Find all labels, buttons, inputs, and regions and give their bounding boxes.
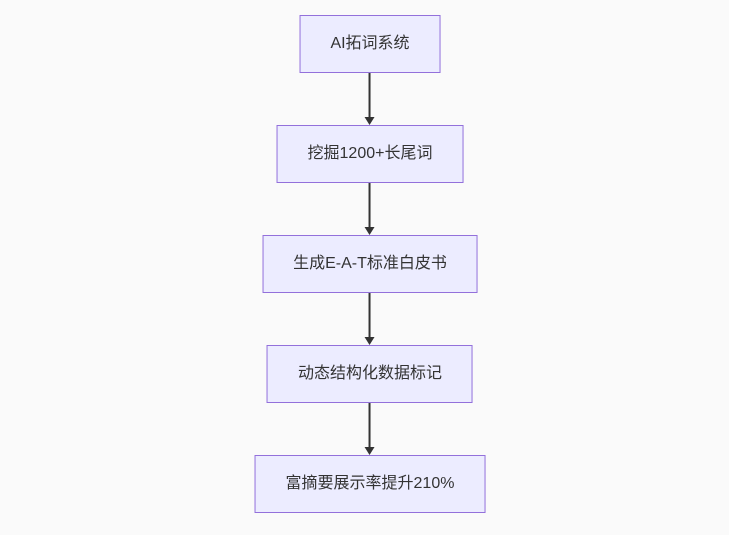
edge-line [369,183,371,227]
arrow-down-icon [365,117,375,125]
flow-node-label: AI拓词系统 [330,35,410,52]
arrow-down-icon [365,447,375,455]
flow-node-ai-system: AI拓词系统 [299,15,441,73]
flow-node-eat-whitepaper: 生成E-A-T标准白皮书 [262,235,478,293]
flow-node-longtail-keywords: 挖掘1200+长尾词 [276,125,464,183]
arrow-down-icon [365,227,375,235]
flow-edge-1 [365,73,375,125]
flow-node-label: 生成E-A-T标准白皮书 [293,255,447,272]
flow-edge-3 [365,293,375,345]
flow-edge-4 [365,403,375,455]
flow-node-label: 富摘要展示率提升210% [285,475,455,492]
edge-line [369,403,371,447]
flow-node-rich-snippet-result: 富摘要展示率提升210% [254,455,486,513]
flow-node-label: 挖掘1200+长尾词 [307,145,433,162]
flow-node-label: 动态结构化数据标记 [297,365,442,382]
flowchart: AI拓词系统 挖掘1200+长尾词 生成E-A-T标准白皮书 动态结构化数据标记 [254,15,486,513]
edge-line [369,293,371,337]
edge-line [369,73,371,117]
flow-node-structured-data: 动态结构化数据标记 [266,345,473,403]
flow-edge-2 [365,183,375,235]
arrow-down-icon [365,337,375,345]
